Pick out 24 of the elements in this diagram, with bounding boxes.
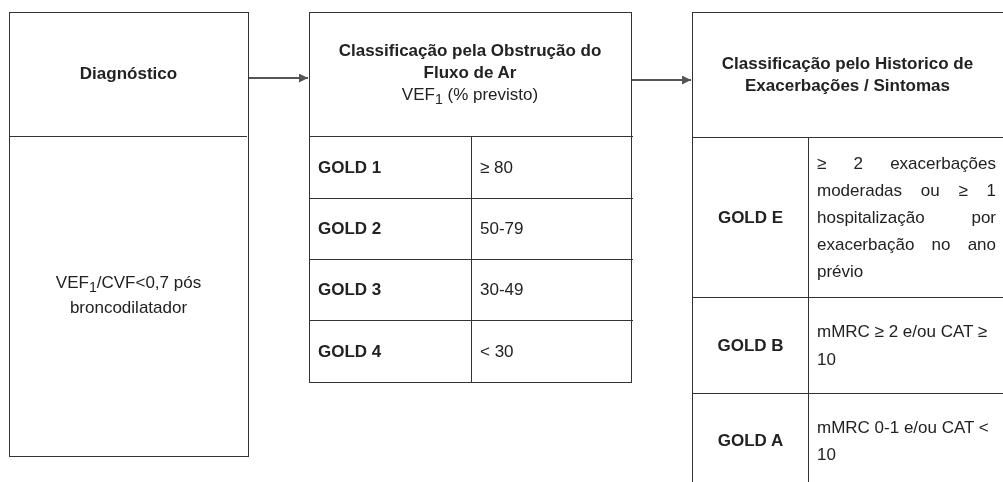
value-cell: 30-49 [471, 259, 633, 320]
value-cell: mMRC ≥ 2 e/ou CAT ≥ 10 [808, 297, 1003, 393]
value-cell: 50-79 [471, 198, 633, 259]
table-heading: Diagnóstico [78, 63, 179, 86]
table-text: VEF$_{1}$/CVF<0,7 pós broncodilatador [54, 272, 203, 319]
arrow [248, 73, 309, 83]
table-heading: Classificação pelo Historico de Exacerbações / Sintomas [720, 52, 975, 97]
stage-cell: GOLD B [693, 297, 808, 393]
stage-cell: GOLD 4 [310, 320, 471, 382]
table-heading: Classificação pela Obstrução do Fluxo de Ar [337, 40, 603, 85]
value-cell: < 30 [471, 320, 633, 382]
stage-cell: GOLD E [693, 137, 808, 297]
stage-cell: GOLD 3 [310, 259, 471, 320]
arrow [631, 75, 692, 85]
table-frame [309, 12, 632, 383]
table-subheading: VEF$_{1}$ (% previsto) [401, 84, 539, 109]
table-frame [9, 12, 249, 457]
value-cell: mMRC 0-1 e/ou CAT < 10 [808, 393, 1003, 482]
stage-cell: GOLD 2 [310, 198, 471, 259]
stage-cell: GOLD 1 [310, 136, 471, 198]
value-cell: ≥ 2 exacerbações moderadas ou ≥ 1 hospitalização por exacerbação no ano prévio [808, 137, 1003, 297]
table-frame [692, 12, 1003, 482]
stage-cell: GOLD A [693, 393, 808, 482]
value-cell: ≥ 80 [471, 136, 633, 198]
